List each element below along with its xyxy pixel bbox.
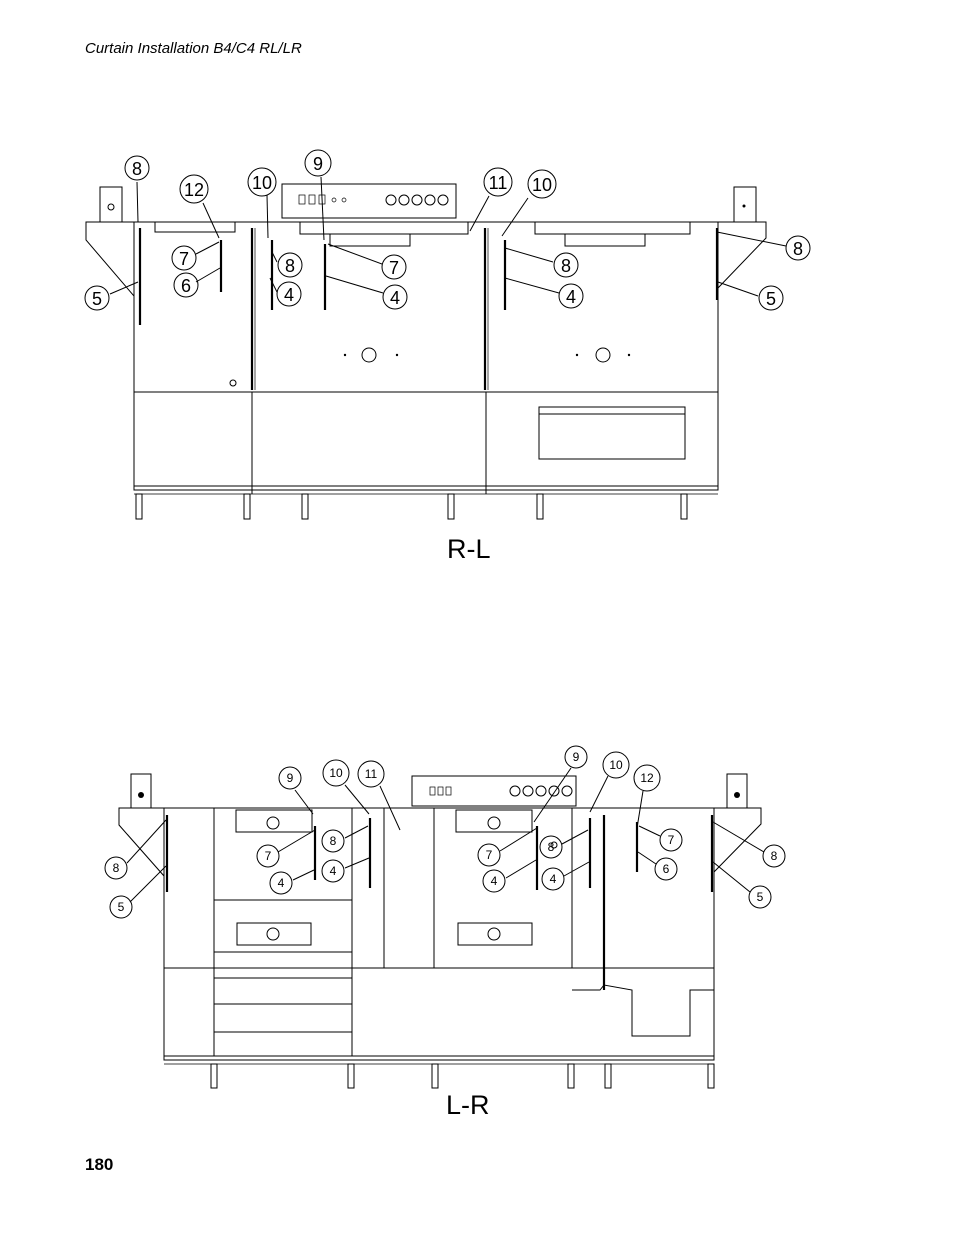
svg-text:6: 6 <box>181 276 191 296</box>
callout-12: 12 <box>179 174 209 204</box>
callout-6: 6 <box>654 857 678 881</box>
svg-text:9: 9 <box>573 750 580 764</box>
svg-text:11: 11 <box>489 173 508 193</box>
svg-text:8: 8 <box>330 834 337 848</box>
svg-text:8: 8 <box>132 159 142 179</box>
callout-8c: 8 <box>553 252 579 278</box>
svg-text:8: 8 <box>113 861 120 875</box>
callout-11: 11 <box>357 760 385 788</box>
callout-4b: 4 <box>382 284 408 310</box>
callout-11: 11 <box>483 167 513 197</box>
svg-text:5: 5 <box>92 289 102 309</box>
svg-text:12: 12 <box>184 180 204 200</box>
svg-text:5: 5 <box>766 289 776 309</box>
callout-5: 5 <box>109 895 133 919</box>
callout-4b: 4 <box>321 859 345 883</box>
callout-4: 4 <box>276 281 302 307</box>
callout-4c: 4 <box>558 283 584 309</box>
svg-text:4: 4 <box>278 876 285 890</box>
svg-text:7: 7 <box>179 249 189 269</box>
callout-12: 12 <box>633 764 661 792</box>
page-header-title: Curtain Installation B4/C4 RL/LR <box>85 40 302 57</box>
svg-text:4: 4 <box>284 285 294 305</box>
callout-7c: 7 <box>659 828 683 852</box>
callout-10b: 10 <box>527 169 557 199</box>
view-label-l-r: L-R <box>446 1090 490 1120</box>
svg-text:8: 8 <box>548 840 555 854</box>
callout-7: 7 <box>256 844 280 868</box>
diagram-l-r: 9 10 11 9 10 12 8 7 7 8 8 7 4 4 4 4 8 6 … <box>104 745 786 1120</box>
svg-text:4: 4 <box>390 288 400 308</box>
callout-8b: 8 <box>277 252 303 278</box>
callout-10b: 10 <box>602 751 630 779</box>
svg-text:11: 11 <box>365 767 378 781</box>
callout-4d: 4 <box>541 867 565 891</box>
callout-8c: 8 <box>104 856 128 880</box>
callout-9: 9 <box>304 149 332 177</box>
svg-text:5: 5 <box>757 890 764 904</box>
callout-8: 8 <box>124 155 150 181</box>
callout-8d: 8 <box>785 235 811 261</box>
svg-text:10: 10 <box>252 173 272 193</box>
svg-text:4: 4 <box>330 864 337 878</box>
svg-text:10: 10 <box>609 758 623 772</box>
svg-text:7: 7 <box>389 258 399 278</box>
svg-text:4: 4 <box>491 874 498 888</box>
view-label-r-l: R-L <box>447 534 491 564</box>
callout-6: 6 <box>173 272 199 298</box>
callout-5b: 5 <box>748 885 772 909</box>
svg-text:6: 6 <box>663 862 670 876</box>
svg-text:7: 7 <box>265 849 272 863</box>
svg-text:10: 10 <box>329 766 343 780</box>
svg-text:4: 4 <box>566 287 576 307</box>
page-number: 180 <box>85 1155 114 1174</box>
svg-text:12: 12 <box>640 771 654 785</box>
callout-8: 8 <box>321 829 345 853</box>
callout-7: 7 <box>171 245 197 271</box>
callout-7b: 7 <box>477 843 501 867</box>
svg-text:8: 8 <box>561 256 571 276</box>
callout-9b: 9 <box>564 745 588 769</box>
callout-10: 10 <box>322 759 350 787</box>
callout-10: 10 <box>247 167 277 197</box>
svg-text:5: 5 <box>118 900 125 914</box>
callout-8d: 8 <box>762 844 786 868</box>
svg-text:9: 9 <box>313 154 323 174</box>
callout-4c: 4 <box>482 869 506 893</box>
svg-text:8: 8 <box>285 256 295 276</box>
callout-8b: 8 <box>539 835 563 859</box>
diagram-r-l: 8 12 10 9 11 10 7 8 7 8 6 4 4 4 5 8 5 R-… <box>84 149 811 564</box>
callout-5: 5 <box>84 285 110 311</box>
svg-text:7: 7 <box>668 833 675 847</box>
svg-text:9: 9 <box>287 771 294 785</box>
svg-text:8: 8 <box>793 239 803 259</box>
svg-text:7: 7 <box>486 848 493 862</box>
svg-text:10: 10 <box>532 175 552 195</box>
svg-text:4: 4 <box>550 872 557 886</box>
callout-4: 4 <box>269 871 293 895</box>
svg-text:8: 8 <box>771 849 778 863</box>
callout-7b: 7 <box>381 254 407 280</box>
callout-5b: 5 <box>758 285 784 311</box>
callout-9: 9 <box>278 766 302 790</box>
